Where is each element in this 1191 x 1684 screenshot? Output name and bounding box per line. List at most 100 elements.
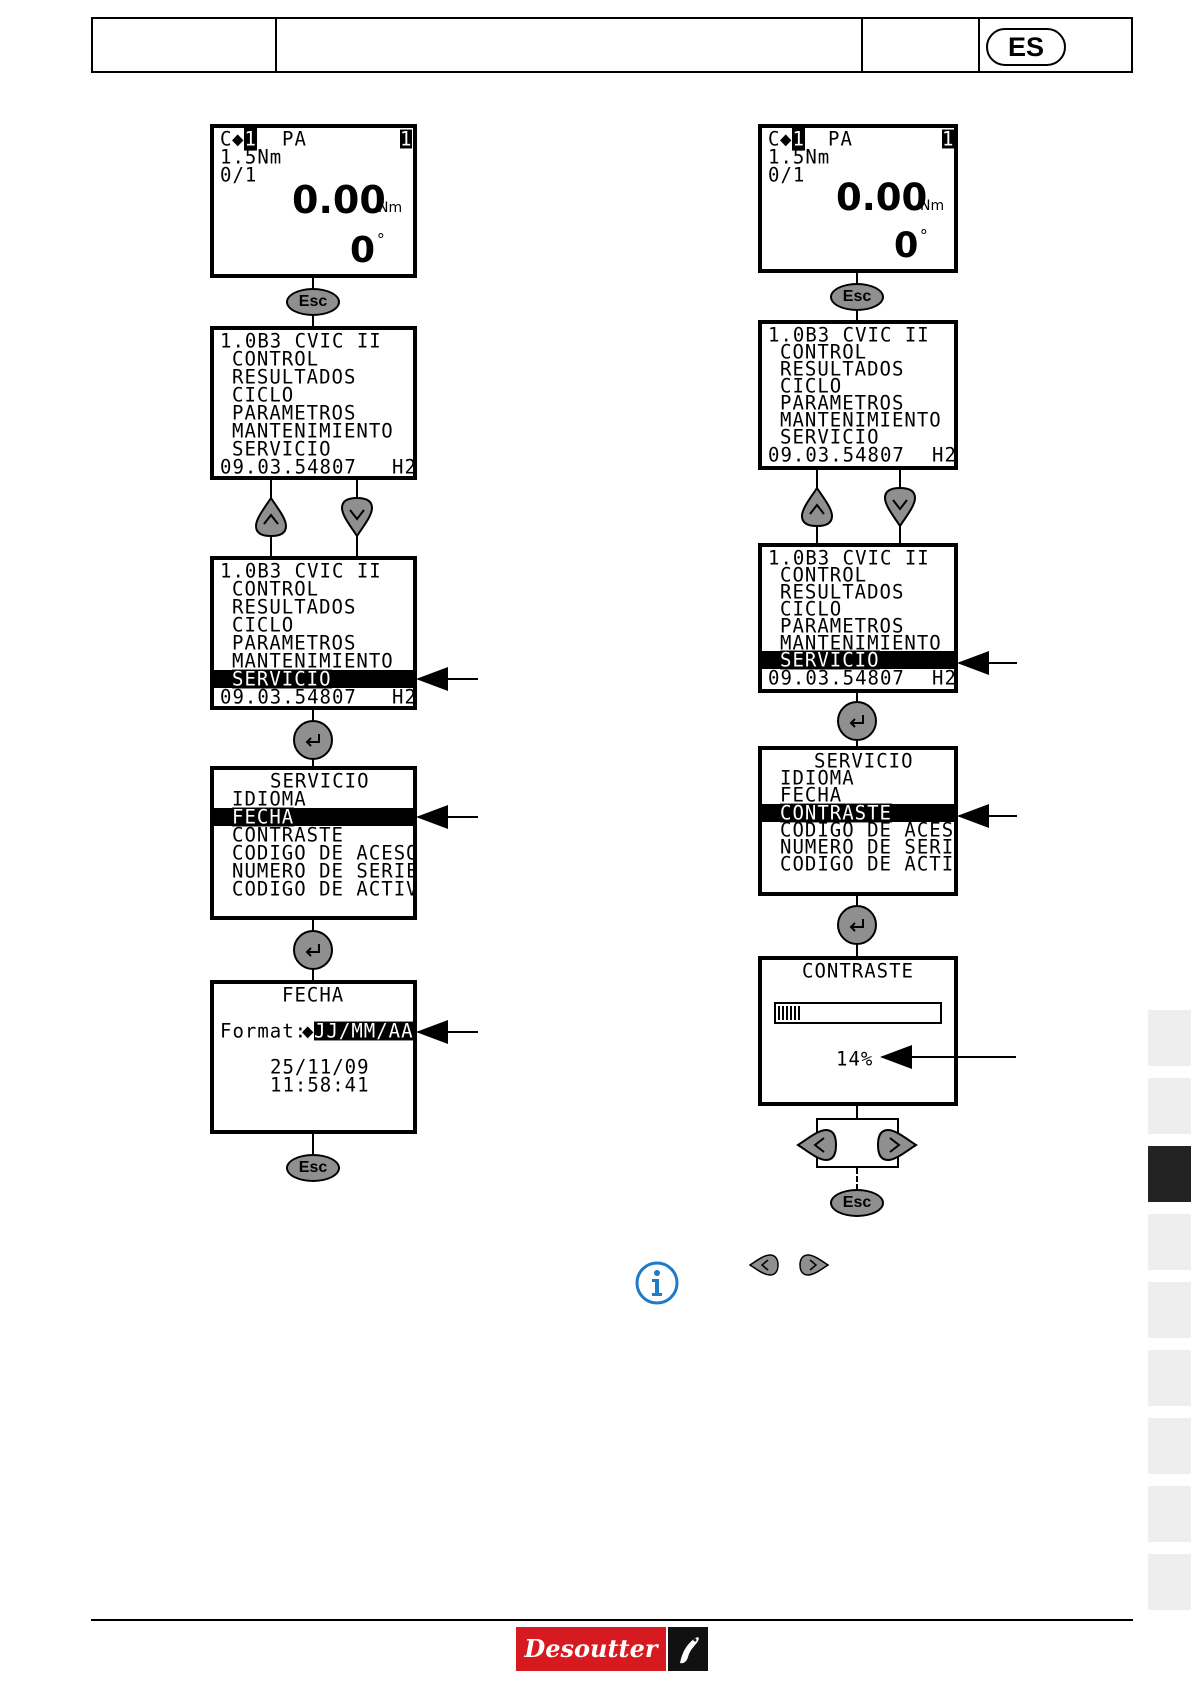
batch-counter: 0/1 [220,163,258,187]
menu-item-control: CONTROL [780,340,868,364]
mode-label: C [768,127,781,151]
contrast-level: 14% [836,1047,874,1071]
menu-item-mantenimiento: MANTENIMIENTO [780,408,942,432]
menu-item-ciclo: CICLO [780,374,843,398]
menu-item-servicio-selected: SERVICIO [232,667,332,691]
lcd-main-menu-selected: 1.0B3 CVIC II CONTROL RESULTADOS CICLO P… [758,543,958,693]
menu-item-resultados: RESULTADOS [232,595,357,619]
hw-version: H2 [932,443,957,467]
batch-counter: 0/1 [768,163,806,187]
menu-item-resultados: RESULTADOS [780,357,905,381]
torque-value: 0.00 [836,176,928,219]
angle-unit: ° [376,230,386,249]
service-item-codigo-activ: CODIGO DE ACTIV [780,852,958,876]
enter-icon [305,734,320,747]
footer-divider [91,1619,1133,1621]
prog-indicator: ◆1 [780,127,805,151]
torque-target: 1.5Nm [220,145,283,169]
service-item-fecha-selected: FECHA [232,805,295,829]
serial-number: 09.03.54807 [220,455,357,479]
menu-item-parametros: PARAMETROS [232,401,357,425]
side-tab [1148,1486,1191,1542]
service-item-codigo-activ: CODIGO DE ACTIV [232,877,417,901]
language-badge: ES [986,28,1066,66]
menu-item-control: CONTROL [780,563,868,587]
bird-logo-icon [668,1627,708,1671]
pointer-arrow [416,805,478,829]
angle-value: 0 [350,230,376,271]
hw-version: H2 [392,685,417,709]
torque-value: 0.00 [292,178,386,222]
contrast-bar-fill [778,1006,800,1020]
connector [856,1106,858,1120]
esc-button[interactable]: Esc [830,283,884,311]
down-arrow-icon[interactable] [340,496,374,538]
menu-item-control: CONTROL [232,577,320,601]
mode-label: C [220,127,233,151]
left-arrow-icon[interactable] [796,1128,838,1162]
enter-button[interactable] [293,720,333,760]
service-item-contraste: CONTRASTE [232,823,344,847]
torque-unit: Nm [920,198,945,214]
enter-icon [849,715,864,728]
lcd-main-menu-selected: 1.0B3 CVIC II CONTROL RESULTADOS CICLO P… [210,556,417,710]
page-header: ES [91,17,1133,73]
pointer-arrow [416,667,478,691]
up-arrow-icon[interactable] [800,486,834,528]
right-arrow-icon[interactable] [876,1128,918,1162]
menu-item-ciclo: CICLO [232,613,295,637]
lcd-date-screen: FECHA Format: ◆ JJ/MM/AA 25/11/09 11:58:… [210,980,417,1134]
esc-button[interactable]: Esc [830,1189,884,1217]
enter-button[interactable] [837,701,877,741]
esc-button[interactable]: Esc [286,1154,340,1182]
service-item-codigo-acceso: CODIGO DE ACESO [780,818,958,842]
lcd-main-menu: 1.0B3 CVIC II CONTROL RESULTADOS CICLO P… [210,326,417,480]
left-arrow-icon [748,1254,779,1276]
header-divider [861,19,863,71]
up-arrow-icon[interactable] [254,496,288,538]
menu-item-mantenimiento: MANTENIMIENTO [232,419,394,443]
side-tab [1148,1010,1191,1066]
lcd-home-screen: C ◆1 PA 1 1.5Nm 0/1 0.00 Nm 0 ° [758,124,958,273]
side-tab [1148,1214,1191,1270]
service-item-idioma: IDIOMA [232,787,307,811]
enter-button[interactable] [837,905,877,945]
serial-number: 09.03.54807 [220,685,357,709]
connector [816,1166,898,1168]
lcd-service-menu: SERVICIO IDIOMA FECHA CONTRASTE CODIGO D… [210,766,417,920]
side-tab [1148,1078,1191,1134]
service-item-numero-serie: NUMERO DE SERIE [780,835,958,859]
menu-title: 1.0B3 CVIC II [768,546,930,570]
connector [816,1118,898,1120]
torque-target: 1.5Nm [768,145,831,169]
right-arrow-icon [799,1254,830,1276]
format-marker: ◆ [302,1019,315,1043]
esc-button[interactable]: Esc [286,288,340,316]
lcd-contrast-screen: CONTRASTE 14% [758,956,958,1106]
enter-icon [305,944,320,957]
menu-item-parametros: PARAMETROS [232,631,357,655]
menu-item-resultados: RESULTADOS [232,365,357,389]
menu-title: 1.0B3 CVIC II [220,559,382,583]
prog-indicator: ◆1 [232,127,257,151]
angle-unit: ° [919,226,929,245]
format-label: Format: [220,1019,308,1043]
menu-item-parametros: PARAMETROS [780,614,905,638]
brand-logo: Desoutter [516,1627,708,1671]
serial-number: 09.03.54807 [768,666,905,690]
hw-version: H2 [932,666,957,690]
menu-item-resultados: RESULTADOS [780,580,905,604]
torque-unit: Nm [378,200,403,216]
enter-button[interactable] [293,930,333,970]
side-tab [1148,1554,1191,1610]
time-value: 11:58:41 [270,1073,370,1097]
menu-item-servicio-selected: SERVICIO [780,648,880,672]
down-arrow-icon[interactable] [883,486,917,528]
pointer-arrow [957,804,1017,828]
service-title: SERVICIO [270,769,370,793]
menu-item-servicio: SERVICIO [232,437,332,461]
hw-version: H2 [392,455,417,479]
menu-title: 1.0B3 CVIC II [220,329,382,353]
contrast-bar [774,1002,942,1024]
date-value: 25/11/09 [270,1055,370,1079]
